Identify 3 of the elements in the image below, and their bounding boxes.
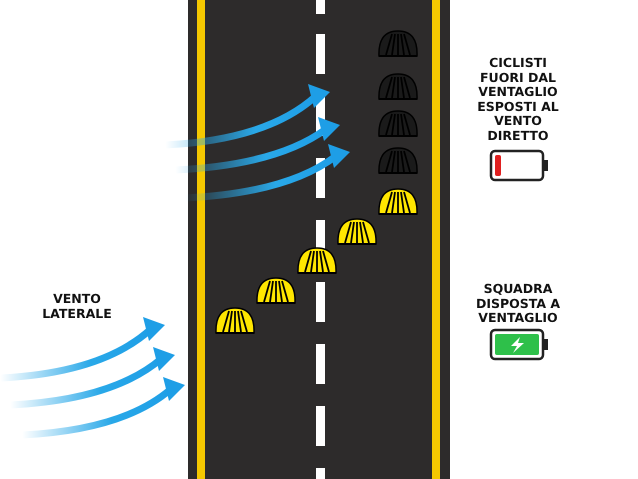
- team-formation-label: SQUADRA DISPOSTA A VENTAGLIO: [474, 282, 562, 326]
- exposed-riders-label: CICLISTI FUORI DAL VENTAGLIO ESPOSTI AL VENTO DIRETTO: [476, 56, 560, 143]
- wind-label: VENTO LATERALE: [41, 292, 113, 321]
